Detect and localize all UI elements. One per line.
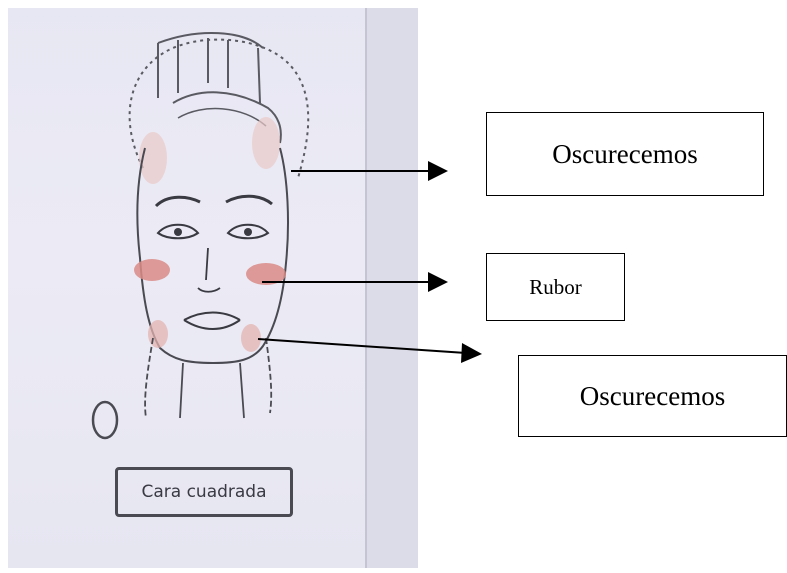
arrow-head-bottom — [461, 343, 482, 363]
label-bottom-text: Oscurecemos — [580, 381, 725, 412]
label-box-top: Oscurecemos — [486, 112, 764, 196]
label-middle-text: Rubor — [529, 275, 582, 300]
arrow-head-middle — [428, 272, 448, 292]
arrow-line-bottom — [258, 339, 466, 353]
label-box-middle: Rubor — [486, 253, 625, 321]
label-top-text: Oscurecemos — [552, 139, 697, 170]
arrow-head-top — [428, 161, 448, 181]
label-box-bottom: Oscurecemos — [518, 355, 787, 437]
